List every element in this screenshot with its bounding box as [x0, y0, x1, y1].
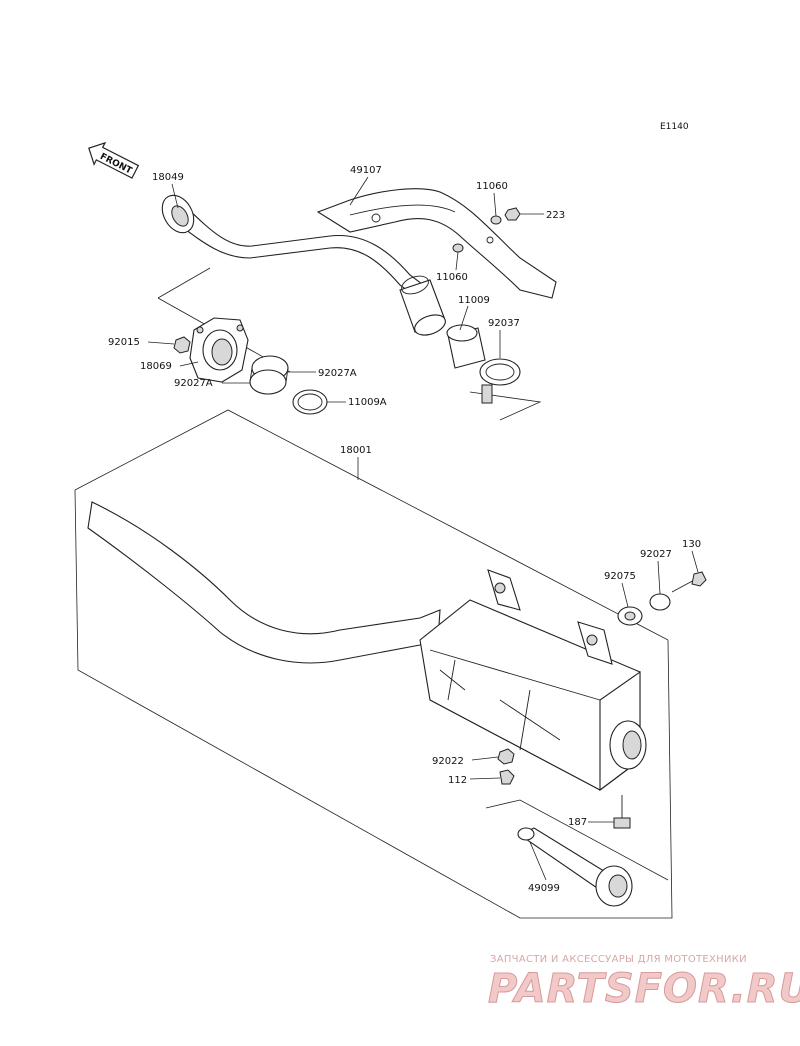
svg-text:49099: 49099	[528, 883, 560, 894]
clamp-92037	[479, 358, 521, 404]
svg-text:92027: 92027	[640, 549, 672, 560]
label-18049: 18049	[152, 172, 184, 209]
header-pipe-18049	[161, 194, 446, 336]
svg-text:18069: 18069	[140, 361, 172, 372]
svg-text:112: 112	[448, 775, 467, 786]
bolt-112	[499, 769, 515, 785]
gasket-ring-11009A	[292, 389, 328, 415]
watermark-tagline: ЗАПЧАСТИ И АКСЕССУАРЫ ДЛЯ МОТОТЕХНИКИ	[490, 954, 747, 965]
nut-92022	[497, 748, 515, 765]
washer-11060-lower	[452, 243, 464, 253]
gasket-11009	[446, 324, 486, 369]
label-92027A-right: 92027A	[288, 368, 357, 379]
label-112: 112	[448, 775, 501, 786]
label-18001: 18001	[340, 445, 372, 480]
label-130: 130	[682, 539, 701, 573]
label-92075: 92075	[604, 571, 636, 608]
svg-text:187: 187	[568, 817, 587, 828]
svg-text:18001: 18001	[340, 445, 372, 456]
watermark: ЗАПЧАСТИ И АКСЕССУАРЫ ДЛЯ МОТОТЕХНИКИ PA…	[488, 954, 800, 1013]
label-11060-upper: 11060	[476, 181, 508, 217]
label-49099: 49099	[528, 841, 560, 894]
diagram-code: E1140	[660, 122, 689, 132]
bolt-130	[671, 571, 707, 593]
ring-92027A	[249, 355, 289, 395]
svg-text:92022: 92022	[432, 756, 464, 767]
heat-guard-49107	[316, 188, 557, 299]
collar-92027	[649, 593, 671, 611]
svg-text:49107: 49107	[350, 165, 382, 176]
watermark-brand: PARTSFOR.RU	[488, 966, 800, 1012]
svg-text:130: 130	[682, 539, 701, 550]
nut-92015	[173, 336, 191, 354]
svg-text:11060: 11060	[436, 272, 468, 283]
muffler-assembly-outline	[74, 409, 673, 919]
svg-text:92037: 92037	[488, 318, 520, 329]
label-18069: 18069	[140, 361, 199, 372]
svg-text:92027A: 92027A	[174, 378, 213, 389]
svg-text:92027A: 92027A	[318, 368, 357, 379]
bolt-223	[504, 207, 521, 221]
label-92027A-left: 92027A	[174, 378, 250, 389]
label-92022: 92022	[432, 756, 499, 767]
label-11009A: 11009A	[327, 397, 387, 408]
damper-92075	[617, 606, 643, 626]
label-187: 187	[568, 817, 614, 828]
muffler-18001	[87, 501, 647, 792]
svg-text:92075: 92075	[604, 571, 636, 582]
svg-text:11060: 11060	[476, 181, 508, 192]
label-223: 223	[520, 210, 565, 221]
label-11060-lower: 11060	[436, 251, 468, 283]
svg-text:11009: 11009	[458, 295, 490, 306]
label-92037: 92037	[488, 318, 520, 358]
washer-11060-upper	[490, 215, 502, 225]
svg-text:92015: 92015	[108, 337, 140, 348]
front-arrow-icon: FRONT	[88, 141, 140, 179]
label-11009: 11009	[458, 295, 490, 331]
svg-text:11009A: 11009A	[348, 397, 387, 408]
svg-text:223: 223	[546, 210, 565, 221]
svg-text:18049: 18049	[152, 172, 184, 183]
label-49107: 49107	[349, 165, 382, 206]
bolt-187	[613, 795, 631, 829]
label-92027: 92027	[640, 549, 672, 595]
gasket-18069	[189, 317, 249, 383]
spark-arrester-49099	[485, 799, 669, 907]
label-92015: 92015	[108, 337, 175, 348]
